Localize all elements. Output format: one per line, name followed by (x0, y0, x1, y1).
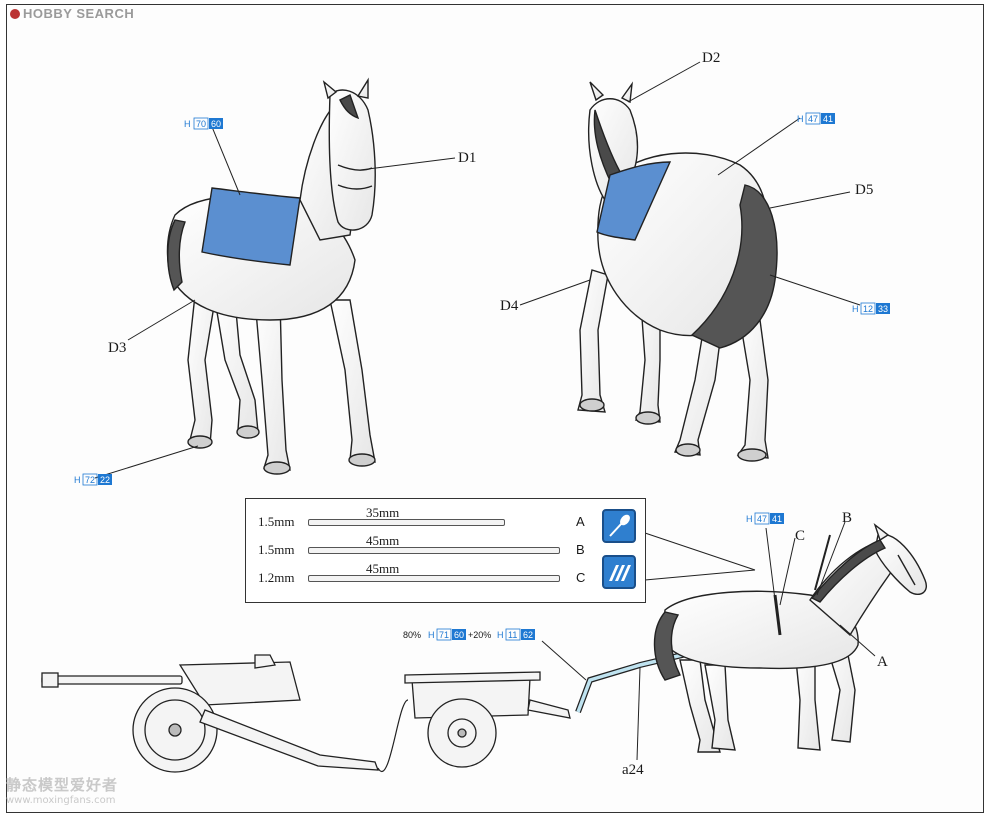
strip-bar (308, 519, 505, 526)
svg-text:22: 22 (100, 475, 110, 485)
paint-code-harness: H 47 41 (746, 512, 784, 525)
svg-text:11: 11 (508, 630, 517, 640)
limber-cart (404, 671, 571, 768)
horse-left (166, 77, 376, 475)
svg-text:H: H (184, 119, 191, 129)
svg-text:H: H (428, 630, 435, 640)
label-d2: D2 (702, 50, 720, 66)
svg-text:H: H (852, 304, 859, 314)
svg-text:80%: 80% (403, 630, 421, 640)
anti-tank-gun (41, 654, 379, 773)
strip-thickness: 1.5mm (258, 514, 295, 529)
strip-letter: C (576, 570, 586, 585)
label-d3: D3 (108, 340, 126, 356)
svg-text:72: 72 (85, 475, 95, 485)
svg-text:12: 12 (863, 304, 873, 314)
label-harness-c: C (795, 528, 805, 544)
leader-lines (94, 61, 876, 761)
strip-length: 35mm (366, 505, 400, 520)
svg-text:70: 70 (196, 119, 206, 129)
svg-text:60: 60 (211, 119, 221, 129)
svg-text:62: 62 (523, 630, 533, 640)
label-d4: D4 (500, 298, 519, 314)
strip-letter: A (576, 514, 585, 529)
svg-text:H: H (746, 514, 753, 524)
svg-text:+20%: +20% (468, 630, 491, 640)
paint-code-shaft-mix: 80% H 71 60 +20% H 11 62 (403, 628, 535, 641)
strip-letter: B (576, 542, 585, 557)
hobby-search-logo-icon (10, 9, 20, 19)
strip-length: 45mm (366, 561, 400, 576)
watermark-url-text: www.moxingfans.com (6, 795, 116, 806)
svg-text:47: 47 (808, 114, 818, 124)
label-harness-b: B (842, 510, 852, 526)
strip-thickness: 1.2mm (258, 570, 295, 585)
svg-text:H: H (497, 630, 504, 640)
strip-row-c: 1.2mm 45mm C (246, 561, 645, 589)
svg-text:41: 41 (823, 114, 833, 124)
moxingfans-watermark: 静态模型爱好者 www.moxingfans.com (6, 774, 176, 806)
strip-bar (308, 575, 560, 582)
svg-text:60: 60 (454, 630, 464, 640)
paint-brush-icon (602, 509, 636, 543)
label-a24: a24 (622, 762, 644, 778)
file-sanding-icon (602, 555, 636, 589)
strip-thickness: 1.5mm (258, 542, 295, 557)
strip-bar (308, 547, 560, 554)
svg-text:33: 33 (878, 304, 888, 314)
hobby-search-watermark: HOBBY SEARCH (10, 6, 134, 21)
label-d5: D5 (855, 182, 873, 198)
svg-text:H: H (74, 475, 81, 485)
label-harness-a: A (877, 654, 888, 670)
strip-row-b: 1.5mm 45mm B (246, 533, 645, 561)
strip-length: 45mm (366, 533, 400, 548)
svg-text:71: 71 (439, 630, 449, 640)
watermark-cn-text: 静态模型爱好者 (6, 776, 119, 794)
label-d1: D1 (458, 150, 476, 166)
hobby-search-text: HOBBY SEARCH (23, 6, 135, 21)
strip-cutting-table: 1.5mm 35mm A 1.5mm 45mm B 1.2mm 45mm C (245, 498, 646, 603)
paint-code-tail: H 12 33 (852, 302, 890, 315)
strip-row-a: 1.5mm 35mm A (246, 505, 645, 533)
paint-code-body-right: H 47 41 (797, 112, 835, 125)
horse-harnessed (653, 523, 927, 753)
tow-line (377, 699, 409, 772)
paint-code-hooves: H 72 22 (74, 473, 112, 486)
horse-right (577, 81, 778, 462)
svg-text:41: 41 (772, 514, 782, 524)
paint-code-blanket: H 70 60 (184, 117, 223, 130)
svg-text:47: 47 (757, 514, 767, 524)
svg-text:H: H (797, 114, 804, 124)
